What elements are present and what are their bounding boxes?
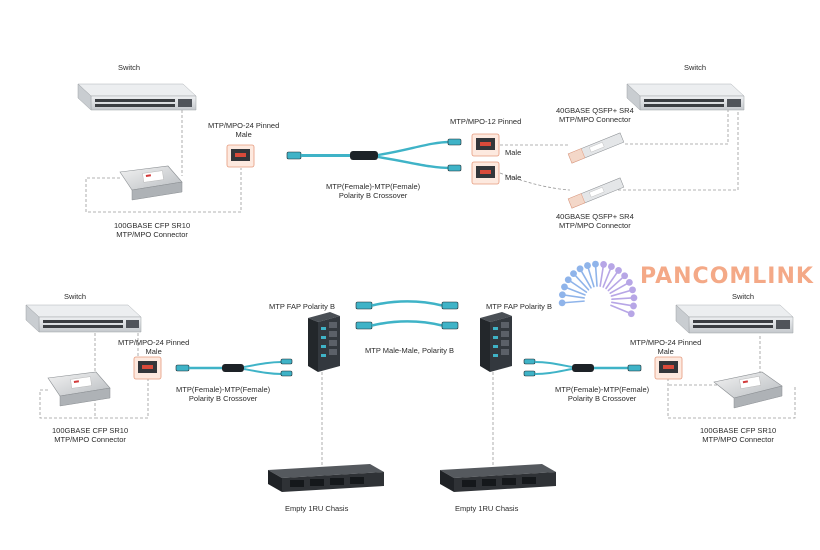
label-switch-top-left: Switch [118, 63, 141, 72]
qsfp-module-top [567, 132, 625, 164]
mtp12-port-b [471, 161, 500, 185]
male-male-jumpers [355, 300, 459, 330]
brand-wordmark: PANCOMLINK [640, 264, 814, 289]
qsfp-module-bottom [567, 177, 625, 209]
label-crossover-top: MTP(Female)-MTP(Female) Polarity B Cross… [326, 182, 421, 200]
mtp24-port-bottom-right [654, 356, 683, 380]
mtp24-port-top [226, 144, 255, 168]
cfp-module-bottom-left [47, 371, 111, 407]
label-switch-top-right: Switch [684, 63, 707, 72]
chassis-left [268, 464, 384, 492]
switch-top-left [77, 83, 197, 111]
mtp12-port-a [471, 133, 500, 157]
label-switch-bottom-right: Switch [732, 292, 755, 301]
switch-top-right [626, 83, 745, 111]
label-chassis-right: Empty 1RU Chasis [455, 504, 519, 513]
crossover-harness-bottom-right [523, 358, 642, 377]
label-mtp24-pinned-bottom-right: MTP/MPO-24 Pinned Male [630, 338, 702, 356]
label-qsfp-top: 40GBASE QSFP+ SR4 MTP/MPO Connector [556, 106, 634, 124]
crossover-harness-top [286, 138, 462, 172]
dashed-links [39, 110, 796, 470]
label-crossover-bottom-left: MTP(Female)-MTP(Female) Polarity B Cross… [176, 385, 271, 403]
label-cfp-bottom-right: 100GBASE CFP SR10 MTP/MPO Connector [700, 426, 777, 444]
mtp24-port-bottom-left [133, 356, 162, 380]
label-fap-right: MTP FAP Polarity B [486, 302, 552, 311]
fap-cassette-right [480, 312, 512, 372]
cfp-module-top [119, 165, 183, 201]
label-cfp-top: 100GBASE CFP SR10 MTP/MPO Connector [114, 221, 191, 239]
label-mtp12-pinned: MTP/MPO-12 Pinned [450, 117, 522, 126]
label-fap-left: MTP FAP Polarity B [269, 302, 335, 311]
label-chassis-left: Empty 1RU Chasis [285, 504, 349, 513]
label-crossover-bottom-right: MTP(Female)-MTP(Female) Polarity B Cross… [555, 385, 650, 403]
label-cfp-bottom-left: 100GBASE CFP SR10 MTP/MPO Connector [52, 426, 129, 444]
chassis-right [440, 464, 556, 492]
label-mtp24-pinned-bottom-left: MTP/MPO-24 Pinned Male [118, 338, 190, 356]
label-qsfp-bottom: 40GBASE QSFP+ SR4 MTP/MPO Connector [556, 212, 634, 230]
label-male-b: Male [505, 173, 522, 182]
fap-cassette-left [308, 312, 340, 372]
label-mtp24-pinned-top: MTP/MPO-24 Pinned Male [208, 121, 280, 139]
label-male-male: MTP Male-Male, Polarity B [365, 346, 455, 355]
switch-bottom-right [675, 304, 794, 334]
switch-bottom-left [25, 304, 142, 333]
crossover-harness-bottom-left [175, 358, 293, 377]
cfp-module-bottom-right [713, 371, 783, 409]
label-male-a: Male [505, 148, 522, 157]
radial-fiber-burst-icon [558, 260, 638, 318]
label-switch-bottom-left: Switch [64, 292, 87, 301]
